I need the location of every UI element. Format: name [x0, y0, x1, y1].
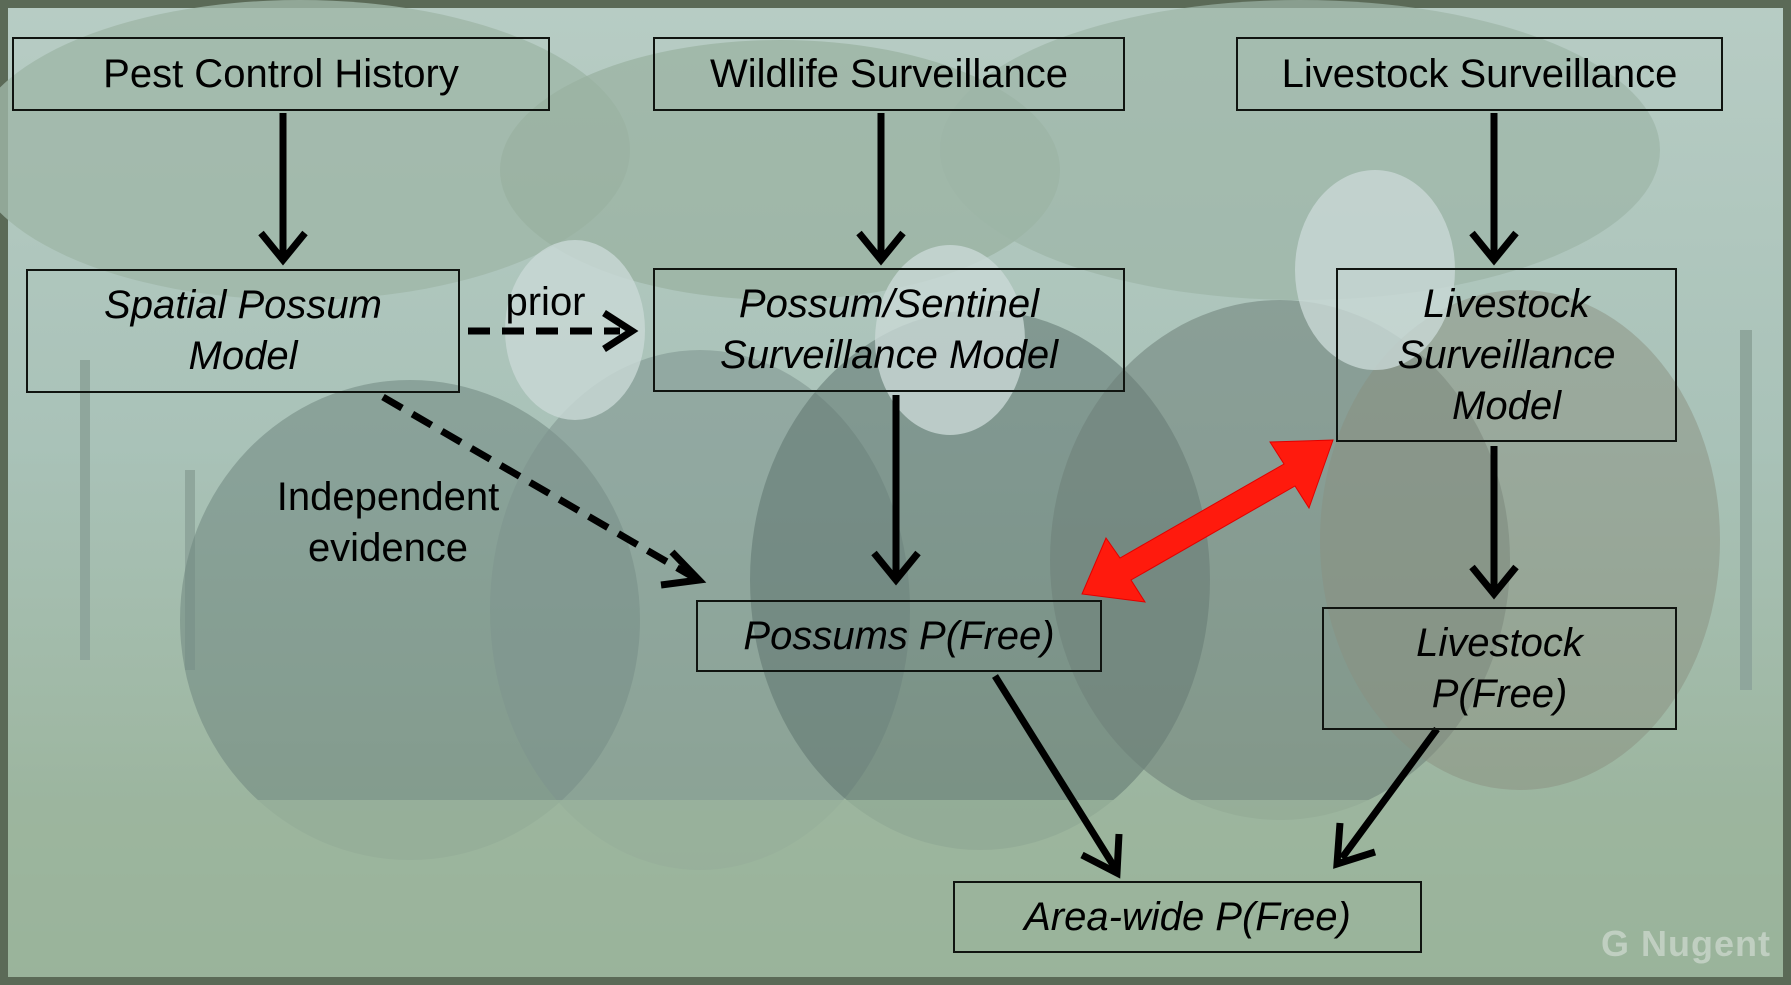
node-livestock-pfree: Livestock P(Free) — [1322, 607, 1677, 730]
node-spatial-possum-model: Spatial Possum Model — [26, 269, 460, 393]
edge-spatial-to-possums-pfree — [381, 393, 695, 581]
edge-label-prior: prior — [505, 280, 586, 324]
node-wildlife-surveillance: Wildlife Surveillance — [653, 37, 1125, 111]
node-possum-sentinel-surveillance-model: Possum/Sentinel Surveillance Model — [653, 268, 1125, 392]
arrowhead — [856, 230, 906, 266]
node-area-wide-pfree: Area-wide P(Free) — [953, 881, 1422, 953]
arrowhead — [602, 310, 639, 352]
node-pest-control-history: Pest Control History — [12, 37, 550, 111]
edge-livestock-pfree-to-area-wide — [1339, 726, 1440, 861]
node-livestock-surveillance: Livestock Surveillance — [1236, 37, 1723, 111]
node-livestock-surveillance-model: Livestock Surveillance Model — [1336, 268, 1677, 442]
arrowhead — [258, 230, 308, 266]
edge-possums-pfree-to-area-wide — [992, 674, 1118, 870]
arrowhead — [1333, 822, 1377, 869]
arrowhead — [1469, 564, 1519, 600]
node-possums-pfree: Possums P(Free) — [696, 600, 1102, 672]
arrowhead — [1080, 833, 1123, 879]
arrowhead — [1469, 230, 1519, 266]
bidirectional-arrow — [1081, 439, 1334, 603]
arrowhead — [871, 550, 921, 586]
arrowhead — [660, 549, 707, 589]
edge-label-independent-evidence: Independent evidence — [276, 475, 500, 570]
photo-credit: G Nugent — [1601, 923, 1771, 964]
